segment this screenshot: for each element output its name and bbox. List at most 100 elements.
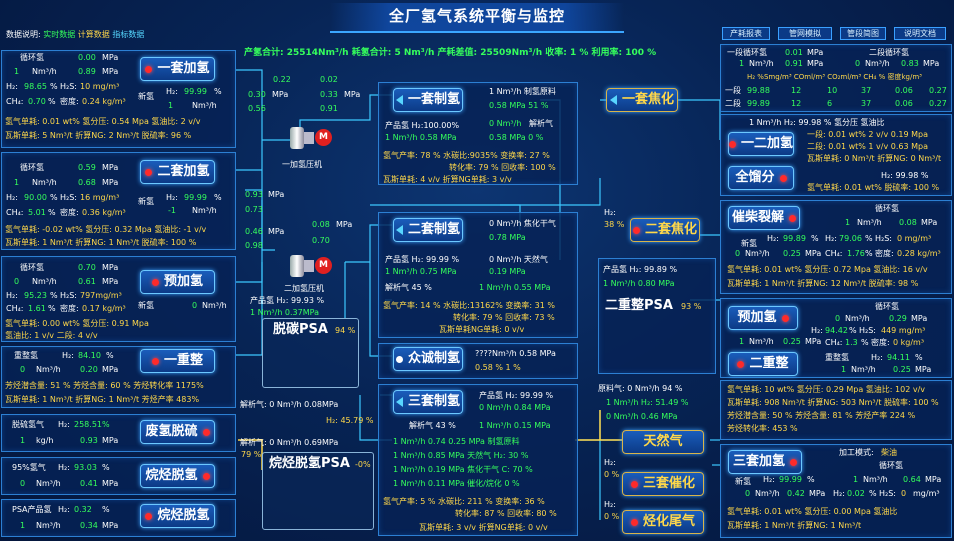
t: % <box>214 87 222 96</box>
compressor2-icon[interactable]: M <box>290 252 332 280</box>
unit-dehydro1[interactable]: 烷烃脱氢 <box>140 464 215 488</box>
unit-label: 二套加氢 <box>157 163 210 179</box>
decarbon-psa-title: 脱碳PSA <box>273 322 328 337</box>
t: MPa <box>102 53 119 62</box>
t: 0 <box>20 365 26 374</box>
raw-gas: 原料气: 0 Nm³/h 94 % <box>598 384 683 393</box>
status-dot-icon <box>789 214 796 222</box>
t: 0 <box>20 479 26 488</box>
t: Nm³/h <box>863 475 888 484</box>
t: 10 <box>827 86 838 95</box>
t: % <box>106 351 114 360</box>
status-dot-icon <box>737 360 745 368</box>
t: 0.25 <box>783 337 801 346</box>
reform2-psa-pct: 93 % <box>681 302 702 311</box>
t: 芳烃潜含量: 51 % 芳烃含量: 60 % 芳烃转化率 1175% <box>5 381 204 390</box>
t: 1 <box>168 101 174 110</box>
t: 0.89 <box>78 67 96 76</box>
unit-coker1[interactable]: 一套焦化 <box>606 88 678 112</box>
pipe-sim-button[interactable]: 管网模拟 <box>778 27 832 40</box>
unit-prehydro[interactable]: 预加氢 <box>140 270 215 294</box>
unit-catalytic3[interactable]: 三套催化 <box>622 472 704 496</box>
t: 解析气 43 % <box>409 421 456 430</box>
t: % <box>811 234 819 243</box>
t: 1.76 <box>847 249 865 258</box>
unit-label: 一套焦化 <box>621 91 674 107</box>
t: 密度: <box>875 249 894 258</box>
unit-hydro1[interactable]: 一套加氢 <box>140 57 215 81</box>
t: 瓦斯单耗: 4 v/v 折算NG单耗: 3 v/v <box>383 175 512 184</box>
t: 1 <box>20 521 26 530</box>
t: 1 <box>14 67 20 76</box>
unit-alkyl-tail[interactable]: 烃化尾气 <box>622 510 704 534</box>
t: 0 <box>835 314 841 323</box>
unit-label: 一套加氢 <box>157 60 210 76</box>
t: 解析气 <box>529 119 553 128</box>
status-dot-icon <box>145 168 153 176</box>
unit-natural-gas[interactable]: 天然气 <box>622 430 704 454</box>
unit-desulf[interactable]: 废氢脱硫 <box>140 420 215 444</box>
dehydro-psa-box[interactable]: 烷烃脱氢PSA -0% <box>262 452 374 530</box>
t: 99.99 <box>184 193 207 202</box>
unit-reform1[interactable]: 一重整 <box>140 349 215 373</box>
t: 16 mg/m³ <box>80 193 120 202</box>
t: 循环氢 <box>875 204 899 213</box>
status-dot-icon <box>202 428 210 436</box>
t: 0.27 <box>929 86 947 95</box>
unit-h2plant3[interactable]: 三套制氢 <box>393 390 463 414</box>
t: 1 Nm³/h 0.55 MPa <box>479 283 551 292</box>
t: 12 <box>791 99 802 108</box>
status-dot-icon <box>202 472 210 480</box>
t: H₂S: <box>879 489 896 498</box>
doc-button[interactable]: 说明文档 <box>894 27 946 40</box>
t: 1 <box>14 178 20 187</box>
t: 重整氢 <box>825 353 849 362</box>
t: 1 Nm³/h 0.11 MPa 催化/烷化 0 % <box>393 479 520 488</box>
arrow-left-icon <box>395 225 403 235</box>
t: 氢油比: 1 v/v 二段: 4 v/v <box>5 331 98 340</box>
arrow-left-icon <box>395 95 403 105</box>
t: Nm³/h <box>32 277 57 286</box>
t: 转化率: 79 % 回收率: 73 % <box>453 313 555 322</box>
t: 37 <box>861 99 872 108</box>
t: 转化率: 79 % 回收率: 100 % <box>449 163 556 172</box>
unit-hydro3[interactable]: 三套加氢 <box>728 450 802 474</box>
unit-coker2[interactable]: 二套焦化 <box>630 218 700 242</box>
t: H₂S: <box>875 234 892 243</box>
report-button[interactable]: 产耗报表 <box>722 27 770 40</box>
t: 1 <box>739 337 745 346</box>
unit-h2plant2[interactable]: 二套制氢 <box>393 218 463 242</box>
decarbon-psa-box[interactable]: 脱碳PSA 94 % <box>262 318 359 388</box>
page-title: 全厂氢气系统平衡与监控 <box>330 3 624 33</box>
status-dot-icon <box>151 278 159 286</box>
unit-label: 一重整 <box>163 352 203 368</box>
t: % <box>865 234 873 243</box>
compressor1-icon[interactable]: M <box>290 124 332 152</box>
t: 1 Nm³/h 0.15 MPa <box>479 421 551 430</box>
t: H₂: <box>166 87 178 96</box>
t: CH₄: <box>825 249 843 258</box>
unit-zhongcheng[interactable]: 众诚制氢 <box>393 347 463 371</box>
unit-h2plant1[interactable]: 一套制氢 <box>393 88 463 112</box>
unit-label: 全馏分 <box>735 169 775 185</box>
unit-fullcut[interactable]: 全馏分 <box>728 166 794 190</box>
unit-reform2[interactable]: 二重整 <box>728 352 798 376</box>
unit-prehydro-r[interactable]: 预加氢 <box>728 306 798 330</box>
unit-dehydro2[interactable]: 烷烃脱氢 <box>140 504 215 528</box>
t: 1 Nm³/h 0.85 MPa 天然气 H₂: 30 % <box>393 451 529 460</box>
t: 0.36 kg/m³ <box>82 208 126 217</box>
t: % <box>915 353 923 362</box>
pipe-diagram-button[interactable]: 管段简图 <box>840 27 886 40</box>
t: H₂: <box>871 353 883 362</box>
t: H₂: <box>6 291 18 300</box>
unit-hydro12[interactable]: 一二加氢 <box>728 132 794 156</box>
unit-hydro2[interactable]: 二套加氢 <box>140 160 215 184</box>
t: H₂S: <box>60 193 77 202</box>
t: % <box>48 208 56 217</box>
t: 0.58 MPa 0 % <box>489 133 544 142</box>
t: 94.42 <box>825 326 848 335</box>
t: 氢气单耗: 0.01 wt% 氢分压: 0.54 Mpa 氢油比: 2 v/v <box>5 117 201 126</box>
t: 循环氢 <box>20 163 44 172</box>
t: 瓦斯单耗NG单耗: 0 v/v <box>439 325 525 334</box>
unit-dieselcrack[interactable]: 催柴裂解 <box>728 206 800 230</box>
